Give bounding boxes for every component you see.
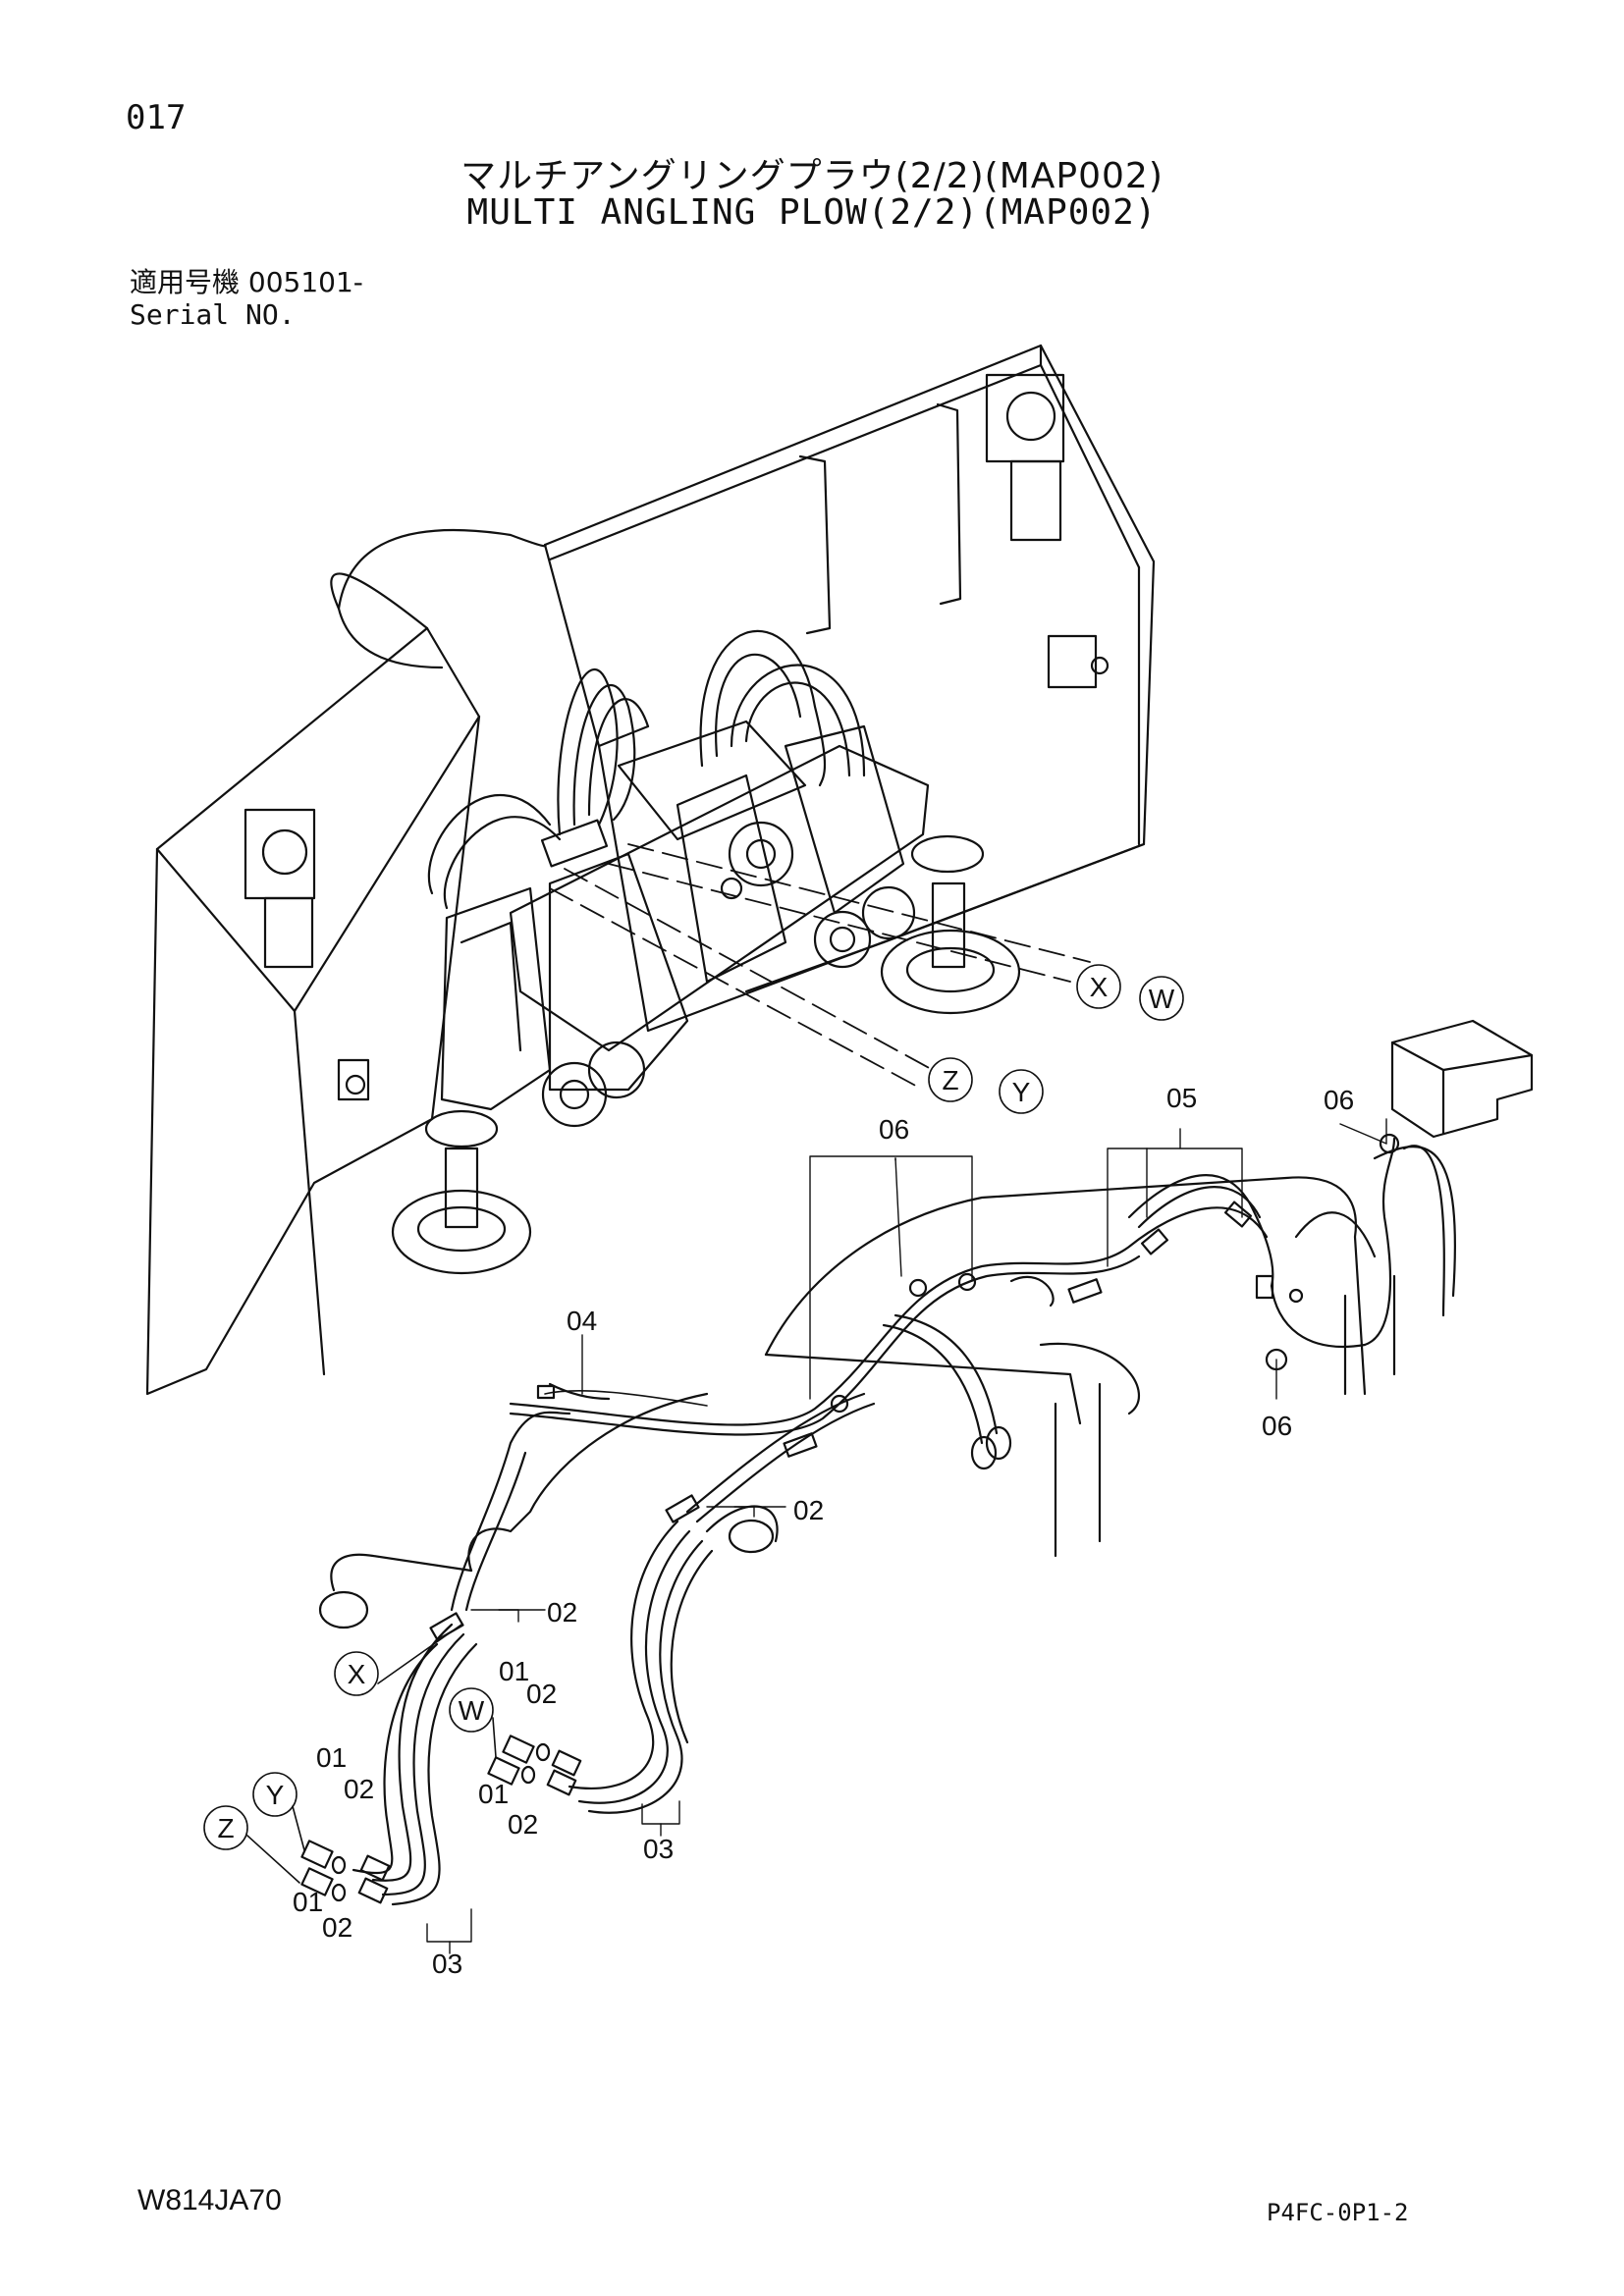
callout-leaders — [426, 1118, 1387, 1954]
connection-x-upper: X — [1090, 972, 1109, 1002]
center-frame — [440, 720, 930, 1128]
connection-z-upper: Z — [942, 1065, 958, 1095]
left-plow-blade — [145, 528, 547, 1396]
callout-06-upper-left: 06 — [879, 1114, 909, 1145]
vehicle-frame — [318, 1019, 1534, 1629]
title-english: MULTI ANGLING PLOW(2/2)(MAP002) — [466, 192, 1158, 233]
connection-z-lower: Z — [217, 1813, 234, 1843]
connection-y-upper: Y — [1012, 1077, 1031, 1107]
callout-06-upper-right: 06 — [1324, 1085, 1354, 1115]
callout-04: 04 — [567, 1306, 597, 1336]
callout-01-w-top: 01 — [499, 1656, 529, 1686]
sheet-code: P4FC-0P1-2 — [1267, 2199, 1409, 2226]
callout-02-y-bottom: 02 — [322, 1912, 352, 1943]
callout-05: 05 — [1166, 1083, 1197, 1113]
wire-connector — [536, 1384, 556, 1400]
callout-02-y-top: 02 — [344, 1774, 374, 1804]
callout-06-lower-right: 06 — [1262, 1411, 1292, 1441]
callout-02-upper: 02 — [793, 1495, 824, 1525]
serial-label-japanese: 適用号機 005101- — [130, 266, 363, 298]
connection-circles — [203, 964, 1184, 1884]
skid-shoe-left — [391, 1109, 532, 1275]
connection-lines-upper — [549, 843, 1091, 1091]
callout-02-middle: 02 — [547, 1597, 577, 1628]
vehicle-hoses — [450, 1137, 1396, 1612]
connection-y-lower: Y — [266, 1780, 285, 1810]
wire-04 — [544, 1390, 708, 1407]
right-plow-blade — [543, 344, 1156, 1033]
plow-hoses — [427, 629, 866, 910]
callout-03-left: 03 — [432, 1949, 462, 1979]
connection-w-lower: W — [459, 1695, 485, 1726]
serial-label-english: Serial NO. — [130, 298, 296, 331]
title-japanese: マルチアングリングプラウ(2/2)(MAP002) — [460, 156, 1164, 196]
callout-02-w-bottom: 02 — [508, 1809, 538, 1840]
callout-01-y-top: 01 — [316, 1742, 347, 1773]
page-number: 017 — [126, 98, 187, 137]
callout-03-right: 03 — [643, 1834, 674, 1864]
callout-01-y-bottom: 01 — [293, 1887, 323, 1917]
connection-w-upper: W — [1149, 984, 1175, 1014]
drawing-code: W814JA70 — [137, 2184, 282, 2216]
skid-shoe-right — [880, 834, 1021, 1015]
connection-x-lower: X — [348, 1659, 366, 1689]
callout-02-w-top: 02 — [526, 1679, 557, 1709]
callout-01-w-bottom: 01 — [478, 1779, 509, 1809]
